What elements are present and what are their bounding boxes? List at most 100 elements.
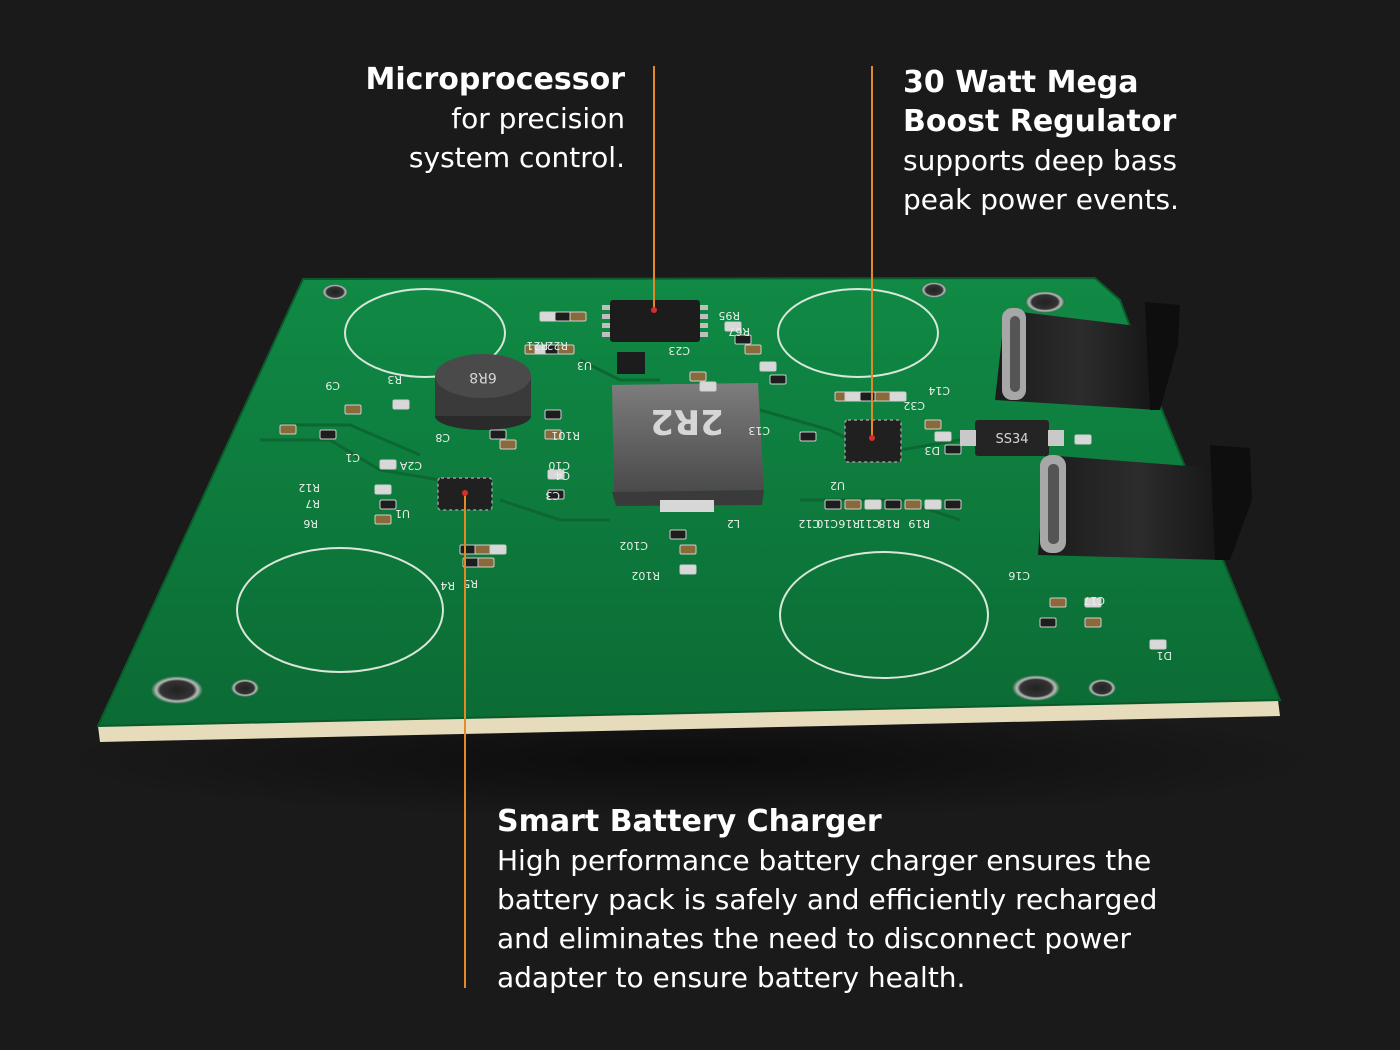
smd-component	[689, 371, 707, 382]
smd-component	[1049, 597, 1067, 608]
silkscreen-label: U1	[395, 507, 410, 520]
smd-component	[344, 404, 362, 415]
silkscreen-label: C1	[345, 451, 360, 464]
smd-component	[557, 344, 575, 355]
smd-component	[844, 391, 862, 402]
smd-component	[374, 484, 392, 495]
smd-component	[1084, 597, 1102, 608]
smd-component	[944, 499, 962, 510]
silkscreen-label: U2	[830, 479, 845, 492]
smd-component	[824, 499, 842, 510]
silkscreen-label: C8	[435, 431, 450, 444]
smd-component	[554, 311, 572, 322]
leader-dot-microprocessor	[651, 307, 657, 313]
callout-microprocessor: Microprocessor for precision system cont…	[330, 60, 625, 177]
silkscreen-label: R19	[908, 517, 930, 530]
callout-boost-regulator: 30 Watt Mega Boost Regulator supports de…	[903, 63, 1243, 219]
smd-component	[799, 431, 817, 442]
silkscreen-label: C14	[928, 384, 950, 397]
callout-battery-charger: Smart Battery Charger High performance b…	[497, 802, 1257, 997]
dc-jack-top	[995, 302, 1180, 410]
silkscreen-label: C4	[555, 469, 570, 482]
smd-component	[499, 439, 517, 450]
silkscreen-label: C3	[545, 489, 560, 502]
smd-component	[392, 399, 410, 410]
callout-charger-desc-line: adapter to ensure battery health.	[497, 961, 966, 994]
silkscreen-label: C10	[548, 459, 570, 472]
smd-component	[569, 311, 587, 322]
silkscreen-label: C23	[668, 344, 690, 357]
callout-boost-desc-line: supports deep bass	[903, 144, 1177, 177]
smd-component	[544, 409, 562, 420]
smd-component	[374, 514, 392, 525]
smd-component	[874, 391, 892, 402]
smd-component	[924, 419, 942, 430]
smd-component	[489, 544, 507, 555]
silkscreen-label: R21	[526, 339, 548, 352]
diode-label: SS34	[995, 432, 1028, 447]
smd-component	[864, 499, 882, 510]
smd-component	[844, 499, 862, 510]
callout-microprocessor-desc-line: system control.	[408, 141, 625, 174]
silkscreen-label: R6	[303, 517, 318, 530]
smd-component	[279, 424, 297, 435]
silkscreen-label: D1	[1157, 649, 1172, 662]
silkscreen-label: R67	[728, 325, 750, 338]
leader-dot-charger	[462, 490, 468, 496]
smd-component	[889, 391, 907, 402]
silkscreen-label: R3	[387, 373, 402, 386]
leader-dot-boost	[869, 435, 875, 441]
silkscreen-label: C17	[1083, 594, 1105, 607]
smd-component	[859, 391, 877, 402]
silkscreen-label: R18	[878, 517, 900, 530]
speaker-pad-outlines	[236, 288, 989, 679]
smd-component	[1074, 434, 1092, 445]
smd-component	[734, 334, 752, 345]
silkscreen-label: C16	[1008, 569, 1030, 582]
smd-component	[1039, 617, 1057, 628]
callout-charger-title: Smart Battery Charger	[497, 804, 882, 839]
silkscreen-label: R102	[631, 569, 660, 582]
silkscreen-label: C9	[325, 379, 340, 392]
smd-component	[884, 499, 902, 510]
smd-component	[547, 469, 565, 480]
smd-component	[474, 544, 492, 555]
silkscreen-label: C102	[619, 539, 648, 552]
silkscreen-label: C32	[903, 399, 925, 412]
callout-microprocessor-title: Microprocessor	[365, 62, 625, 97]
large-inductor: 2R2	[612, 383, 764, 512]
leader-lines	[462, 66, 875, 988]
smd-component	[679, 544, 697, 555]
callout-microprocessor-desc-line: for precision	[451, 102, 625, 135]
callout-charger-desc-line: battery pack is safely and efficiently r…	[497, 883, 1158, 916]
smd-component	[669, 529, 687, 540]
passive-components	[279, 311, 1167, 650]
smd-component	[944, 444, 962, 455]
pcb-edge	[98, 700, 1280, 742]
smd-component	[547, 489, 565, 500]
smd-component	[379, 499, 397, 510]
smd-component	[759, 361, 777, 372]
callout-boost-title-line: 30 Watt Mega	[903, 65, 1139, 100]
callout-charger-desc-line: and eliminates the need to disconnect po…	[497, 922, 1131, 955]
silkscreen-label: R95	[718, 309, 740, 322]
callout-boost-title-line: Boost Regulator	[903, 104, 1177, 139]
silkscreen-label: R22	[546, 339, 568, 352]
small-inductor: 6R8	[435, 354, 531, 430]
smd-component	[769, 374, 787, 385]
smd-component	[924, 499, 942, 510]
large-inductor-label: 2R2	[650, 401, 724, 441]
smd-component	[459, 544, 477, 555]
silkscreen-label: R16	[838, 517, 860, 530]
silkscreen-label: U3	[577, 359, 592, 372]
callout-boost-desc-line: peak power events.	[903, 183, 1179, 216]
silkscreen-label: C2A	[399, 459, 422, 472]
smd-component	[724, 321, 742, 332]
smd-component	[489, 429, 507, 440]
smd-component	[934, 431, 952, 442]
smd-component	[319, 429, 337, 440]
silkscreen-label: C12	[798, 517, 820, 530]
silkscreen-label: L2	[727, 517, 740, 530]
